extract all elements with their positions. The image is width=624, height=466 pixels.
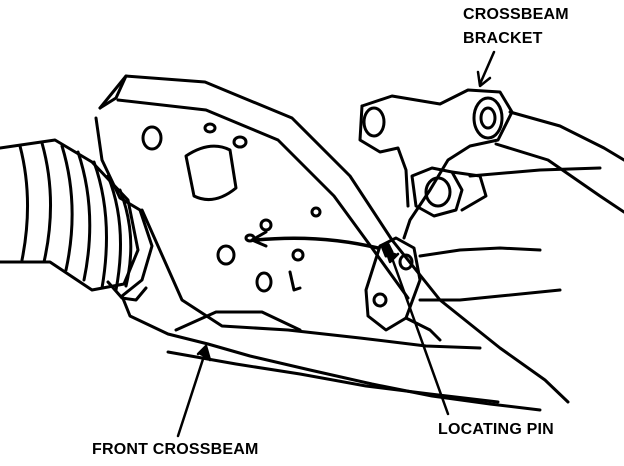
crossbeam-bracket	[358, 88, 624, 342]
leader-lines	[176, 50, 496, 438]
driveshaft-boot	[0, 138, 140, 292]
crossbeam-bracket-label-line2: BRACKET	[463, 30, 543, 47]
front-crossbeam	[94, 74, 570, 412]
front-crossbeam-label: FRONT CROSSBEAM	[92, 441, 259, 458]
alignment-arrow	[250, 230, 380, 250]
locating-pin-label: LOCATING PIN	[438, 421, 554, 438]
crossbeam-bracket-label-line1: CROSSBEAM	[463, 6, 569, 23]
